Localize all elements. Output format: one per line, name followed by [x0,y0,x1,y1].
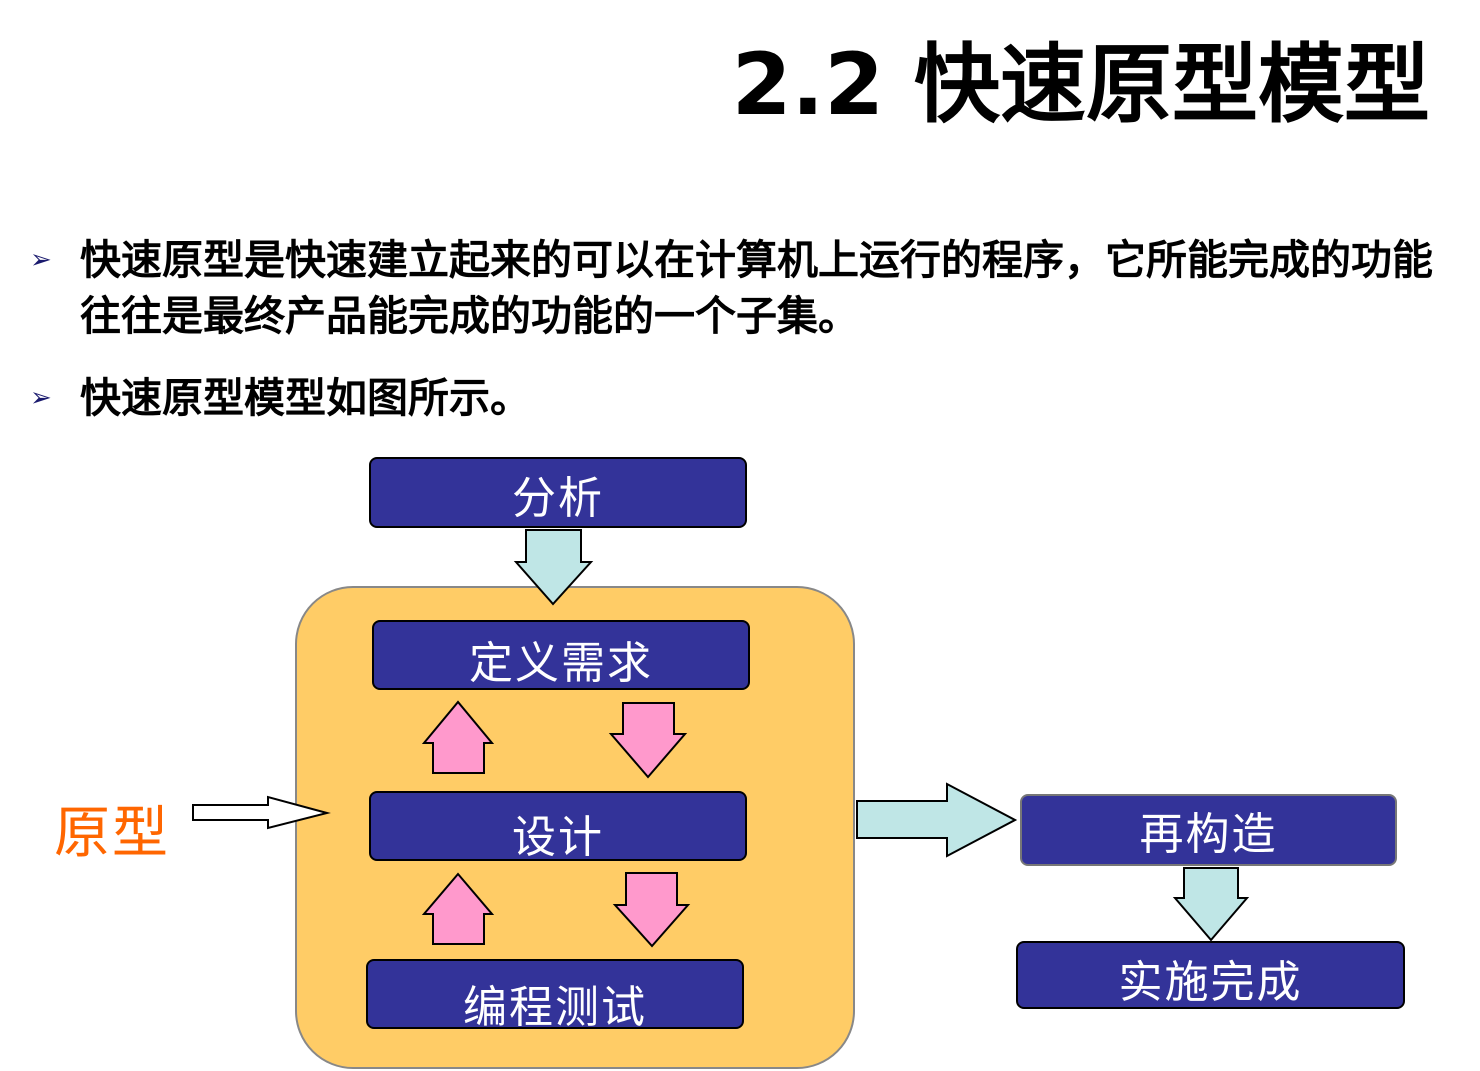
box-analysis: 分析 [369,457,747,528]
slide-title: 2.2 快速原型模型 [731,35,1430,135]
bullet-item-2: ➢ 快速原型模型如图所示。 [30,370,1450,426]
bullet-arrow-icon: ➢ [30,383,52,413]
box-rebuild: 再构造 [1020,794,1397,866]
arrow-down-design-to-code-icon [612,872,691,948]
prototype-label: 原型 [54,801,170,866]
box-design: 设计 [369,791,747,863]
box-code-test: 编程测试 [366,959,744,1033]
arrow-down-define-to-design-icon [608,702,688,779]
arrow-down-rebuild-to-deploy-icon [1172,867,1250,942]
bullet-text-1: 快速原型是快速建立起来的可以在计算机上运行的程序，它所能完成的功能往往是最终产品… [80,236,1433,340]
box-define-requirements: 定义需求 [372,620,750,690]
arrow-right-container-to-rebuild-icon [856,782,1018,858]
bullet-item-1: ➢ 快速原型是快速建立起来的可以在计算机上运行的程序，它所能完成的功能往往是最终… [30,232,1450,344]
box-deploy: 实施完成 [1016,941,1405,1009]
arrow-up-code-to-design-icon [421,872,495,945]
bullet-arrow-icon: ➢ [30,245,52,275]
arrow-up-design-to-define-icon [421,700,495,774]
arrow-down-analysis-to-define-icon [513,529,594,606]
bullet-text-2: 快速原型模型如图所示。 [80,374,531,422]
arrow-right-prototype-icon [192,795,331,830]
